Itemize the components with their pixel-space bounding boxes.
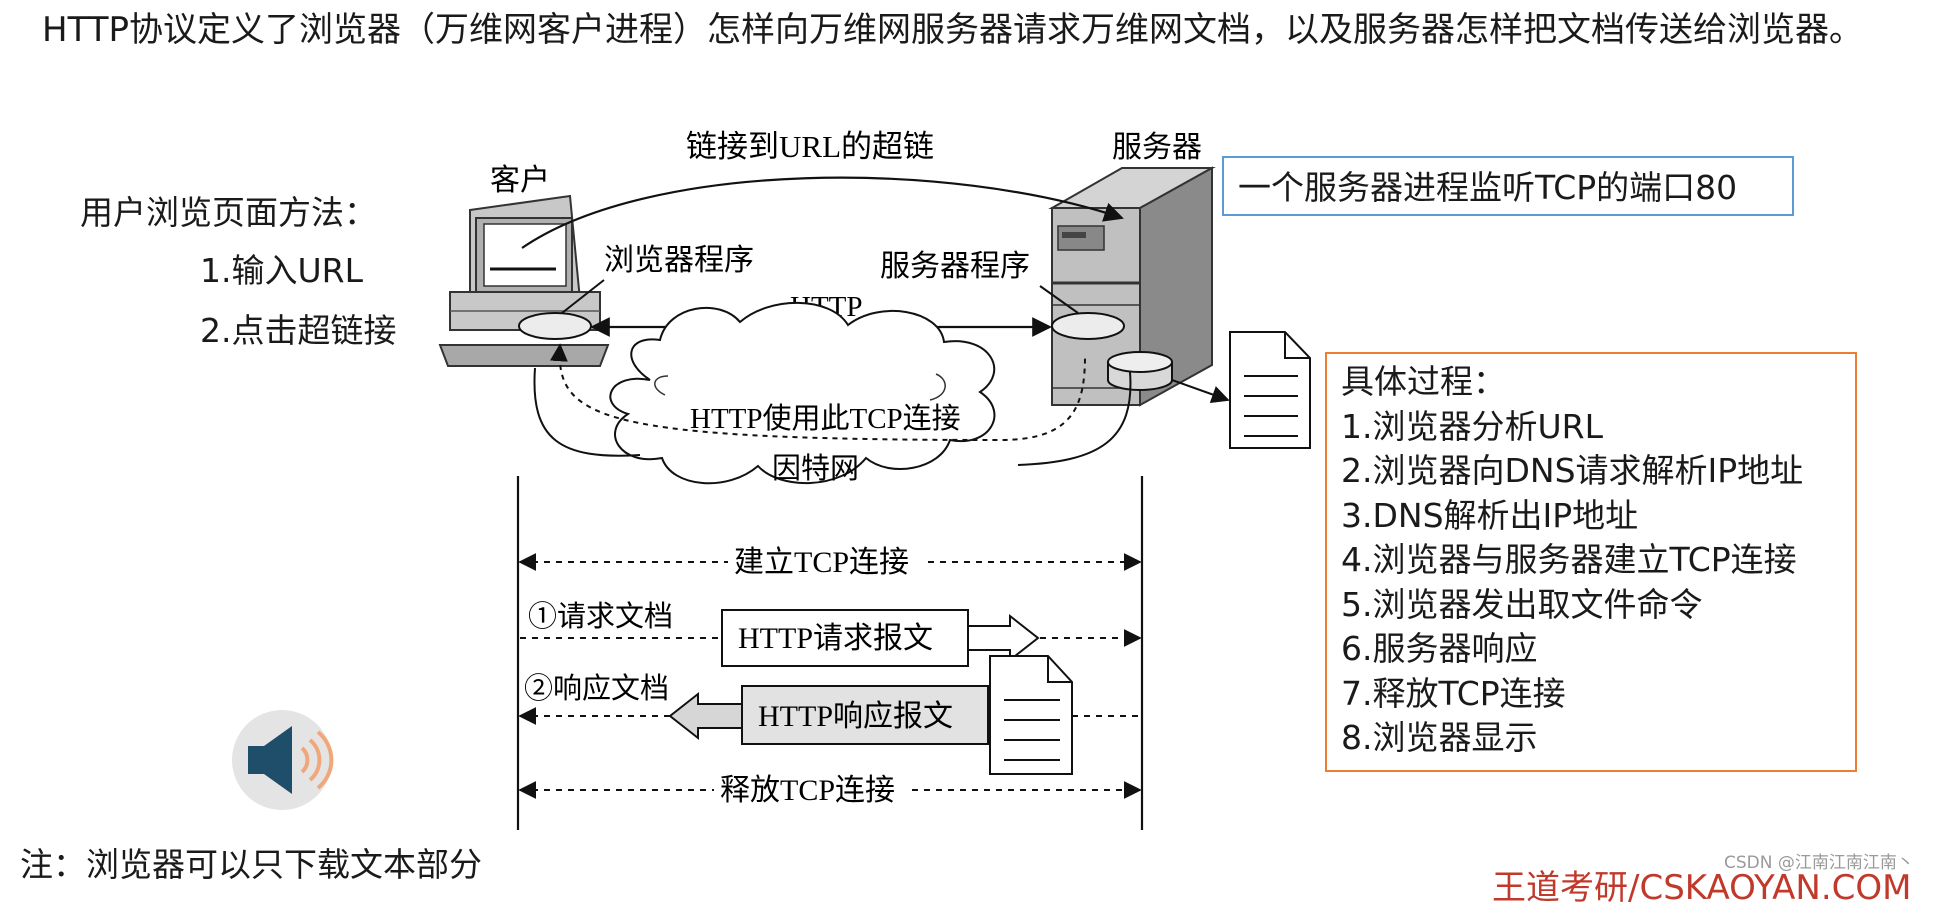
server-program-label: 服务器程序 <box>880 250 1030 283</box>
footnote: 注：浏览器可以只下载文本部分 <box>20 845 482 884</box>
hyperlink-arrow <box>521 176 1124 249</box>
client-label: 客户 <box>490 164 550 197</box>
user-methods-title: 用户浏览页面方法： <box>80 193 377 232</box>
process-step-2: 2.浏览器向DNS请求解析IP地址 <box>1341 451 1804 490</box>
user-method-2: 2.点击超链接 <box>200 311 397 350</box>
request-doc-label: ①请求文档 <box>528 600 673 633</box>
csdn-credit: CSDN @江南江南江南丶 <box>1724 853 1914 873</box>
internet-label: 因特网 <box>772 452 859 485</box>
response-message-label: HTTP响应报文 <box>758 700 953 733</box>
speaker-icon[interactable] <box>232 710 334 810</box>
process-steps-box: 具体过程： 1.浏览器分析URL 2.浏览器向DNS请求解析IP地址 3.DNS… <box>1325 352 1857 772</box>
release-tcp-label: 释放TCP连接 <box>720 774 895 807</box>
server-listen-box: 一个服务器进程监听TCP的端口80 <box>1222 156 1794 216</box>
process-step-1: 1.浏览器分析URL <box>1341 406 1603 446</box>
process-step-5: 5.浏览器发出取文件命令 <box>1341 584 1703 624</box>
browser-program-label: 浏览器程序 <box>604 244 754 277</box>
http-diagram: 客户 服务器 链接到URL的超链 浏览器程序 服务器程序 HTTP HTTP使用… <box>232 129 1311 830</box>
cloud-tcp-label: HTTP使用此TCP连接 <box>690 402 961 435</box>
process-title: 具体过程： <box>1341 362 1506 401</box>
request-message-box <box>721 609 969 667</box>
user-method-1: 1.输入URL <box>200 251 363 290</box>
server-label: 服务器 <box>1112 131 1202 164</box>
intro-text: HTTP协议定义了浏览器（万维网客户进程）怎样向万维网服务器请求万维网文档，以及… <box>42 10 1864 50</box>
document-icon <box>1229 331 1311 449</box>
hyperlink-label: 链接到URL的超链 <box>686 129 934 164</box>
response-message-box <box>741 685 989 745</box>
request-message-label: HTTP请求报文 <box>738 622 933 655</box>
process-step-6: 6.服务器响应 <box>1341 629 1538 668</box>
process-step-4: 4.浏览器与服务器建立TCP连接 <box>1341 540 1797 579</box>
internet-cloud-icon <box>609 301 996 485</box>
process-step-3: 3.DNS解析出IP地址 <box>1341 495 1639 535</box>
process-step-7: 7.释放TCP连接 <box>1341 673 1566 713</box>
response-doc-label: ②响应文档 <box>524 672 669 705</box>
establish-tcp-label: 建立TCP连接 <box>734 546 909 579</box>
response-document-icon <box>989 655 1073 775</box>
process-step-8: 8.浏览器显示 <box>1341 718 1538 757</box>
client-computer-icon <box>438 194 610 367</box>
